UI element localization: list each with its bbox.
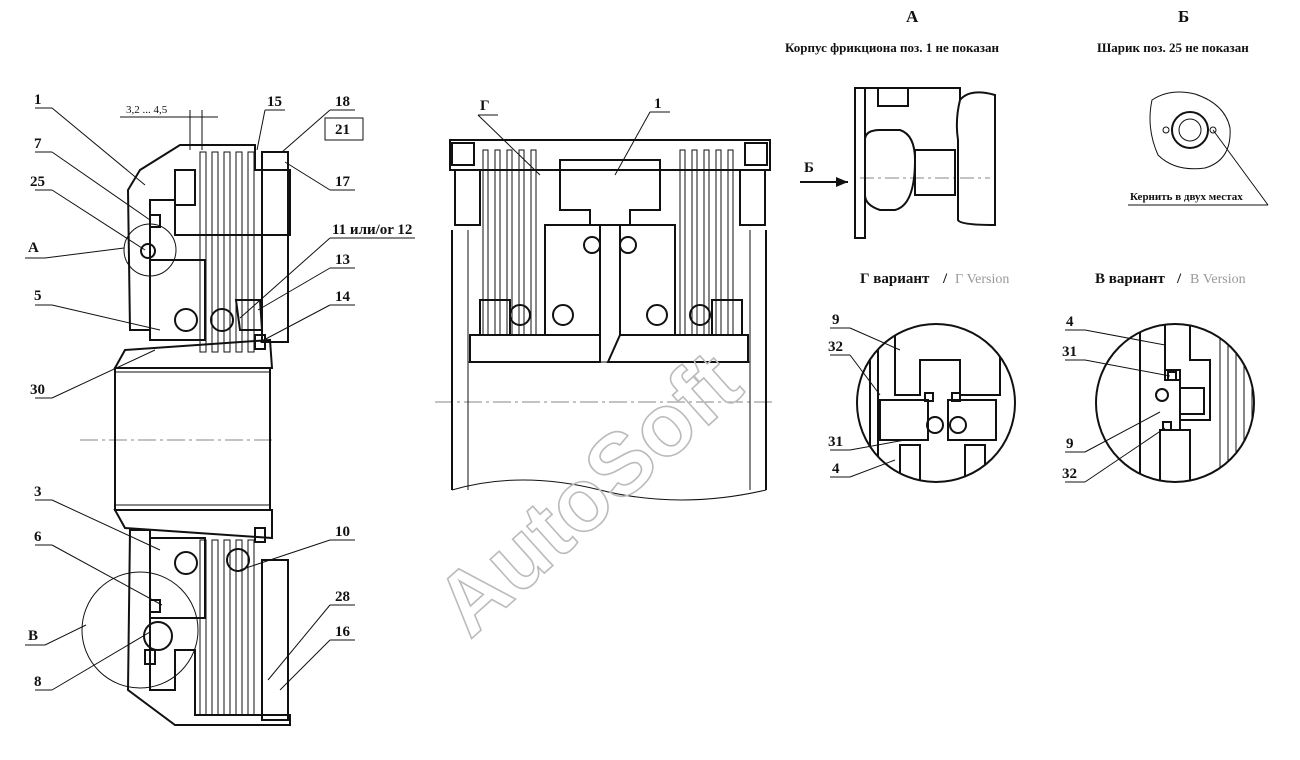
callout-11-or-12: 11 или/or 12 (332, 222, 412, 238)
v-variant-version: В Version (1190, 272, 1246, 287)
v-variant-slash: / (1176, 271, 1182, 287)
kernit-note: Кернить в двух местах (1130, 191, 1243, 203)
view-b-detail: Б Шарик поз. 25 не показан Кернить в дву… (1097, 7, 1269, 206)
lower-disc-pack (199, 539, 289, 721)
callout-21: 21 (335, 122, 350, 138)
callout-6: 6 (34, 529, 42, 545)
view-a-letter: А (906, 7, 919, 26)
callout-25: 25 (30, 174, 45, 190)
callout-13: 13 (335, 252, 350, 268)
view-v-circle (81, 571, 199, 689)
callout-18: 18 (335, 94, 350, 110)
g-variant-version: Г Version (955, 272, 1009, 287)
view-mark-a: А (28, 240, 39, 256)
g-variant-detail: Г вариант / Г Version 9 32 31 4 (828, 271, 1016, 483)
v-callout-31: 31 (1062, 344, 1077, 360)
view-a-circle (123, 223, 177, 277)
callout-30: 30 (30, 382, 45, 398)
upper-disc-pack (199, 151, 289, 353)
callout-3: 3 (34, 484, 42, 500)
left-leaders (25, 107, 415, 691)
view-a-caption: Корпус фрикциона поз. 1 не показан (785, 40, 1000, 55)
left-section-view: 3,2 ... 4,5 1 7 25 5 3 (25, 92, 415, 726)
middle-section-view: Г 1 (435, 96, 775, 501)
callout-5: 5 (34, 288, 42, 304)
v-variant-label: В вариант (1095, 271, 1165, 287)
v-callout-32: 32 (1062, 466, 1077, 482)
callout-16: 16 (335, 624, 351, 640)
callout-28: 28 (335, 589, 350, 605)
callout-17: 17 (335, 174, 351, 190)
callout-7: 7 (34, 136, 42, 152)
gap-dimension: 3,2 ... 4,5 (126, 104, 168, 116)
g-callout-4: 4 (832, 461, 840, 477)
callout-14: 14 (335, 289, 351, 305)
g-callout-31: 31 (828, 434, 843, 450)
view-mark-g: Г (480, 98, 490, 114)
view-a-detail: А Корпус фрикциона поз. 1 не показан Б (785, 7, 1000, 239)
g-callout-9: 9 (832, 312, 840, 328)
view-b-letter: Б (1178, 7, 1189, 26)
middle-callout-1: 1 (654, 96, 662, 112)
g-callout-32: 32 (828, 339, 843, 355)
v-callout-4: 4 (1066, 314, 1074, 330)
callout-15: 15 (267, 94, 282, 110)
view-b-caption: Шарик поз. 25 не показан (1097, 40, 1249, 55)
view-mark-v: В (28, 628, 38, 644)
callout-21-box (324, 117, 364, 141)
g-variant-label: Г вариант (860, 271, 930, 287)
arrow-label-b: Б (804, 160, 814, 176)
callout-1: 1 (34, 92, 42, 108)
g-variant-slash: / (942, 271, 948, 287)
callout-10: 10 (335, 524, 350, 540)
v-variant-detail: В вариант / В Version 4 31 9 32 (1062, 271, 1255, 483)
callout-8: 8 (34, 674, 42, 690)
v-callout-9: 9 (1066, 436, 1074, 452)
